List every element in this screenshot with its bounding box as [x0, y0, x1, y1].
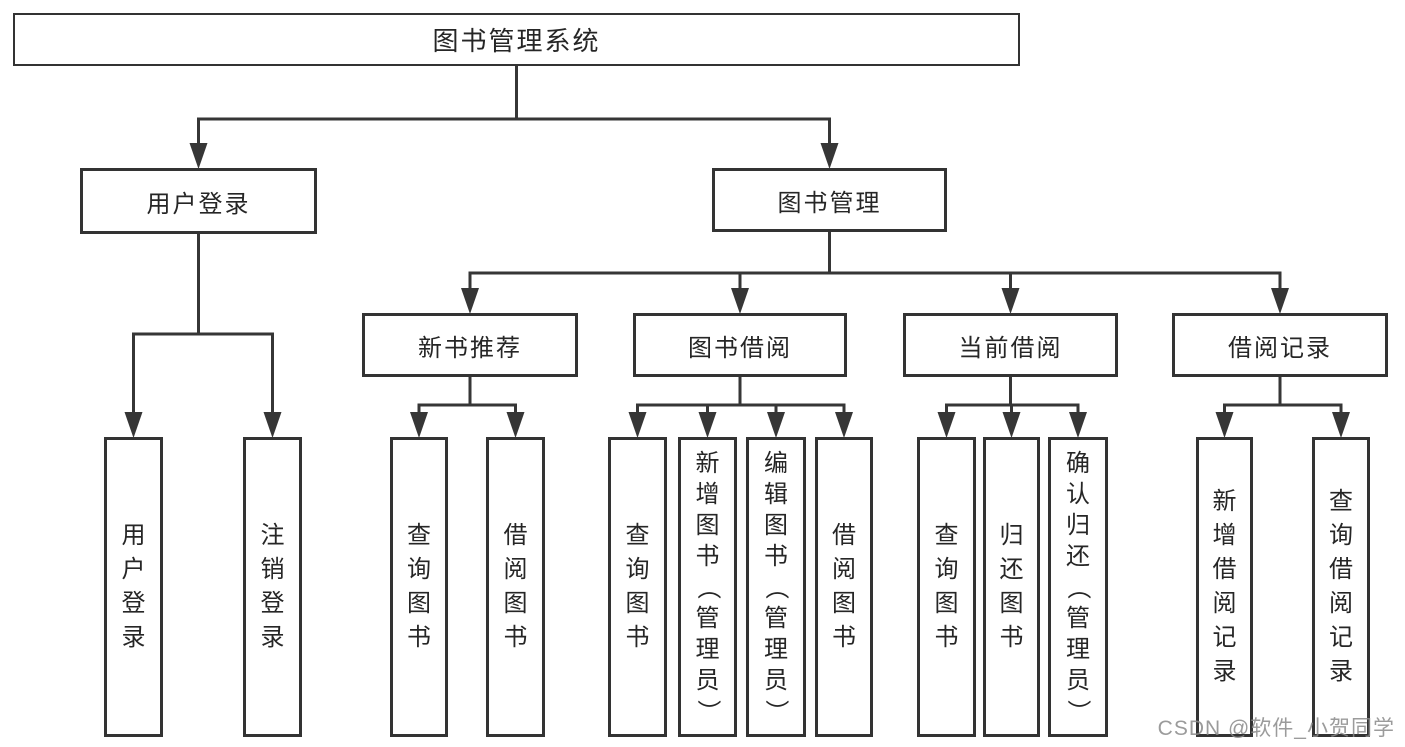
node-label-char: 认 — [1066, 480, 1090, 508]
node-leaf-query-book-1: 查询图书 — [390, 437, 448, 737]
node-label-char: 查 — [625, 522, 650, 549]
node-label-char: 注 — [260, 522, 285, 549]
node-leaf-return-book: 归还图书 — [983, 437, 1040, 737]
node-leaf-confirm-return: 确认归还 （ 管理员 ） — [1048, 437, 1108, 737]
node-label-char: 询 — [407, 556, 431, 583]
node-label-char: 理 — [695, 635, 720, 663]
node-leaf-logout: 注销登录 — [243, 437, 302, 737]
node-label-char: 询 — [625, 556, 650, 583]
node-label-char: 管 — [695, 604, 720, 632]
node-label-char: 登 — [121, 590, 146, 617]
node-label-char: 录 — [1212, 658, 1237, 685]
node-label-char: （ — [1064, 575, 1092, 599]
node-label-char: 归 — [1066, 511, 1090, 539]
node-root: 图书管理系统 — [13, 13, 1020, 66]
node-label-char: 书 — [999, 624, 1024, 651]
node-label-char: 用 — [121, 522, 146, 549]
node-leaf-query-book-2: 查询图书 — [608, 437, 667, 737]
node-label-char: 阅 — [832, 556, 856, 583]
node-label-char: 管 — [764, 604, 788, 632]
node-current-borrow: 当前借阅 — [903, 313, 1118, 377]
node-label-char: 书 — [503, 624, 528, 651]
node-label-char: 员 — [695, 666, 720, 694]
node-label-char: 录 — [260, 624, 285, 651]
node-label-char: 询 — [1329, 522, 1353, 549]
node-book-borrow: 图书借阅 — [633, 313, 847, 377]
node-label-char: 录 — [121, 624, 146, 651]
node-label-char: 借 — [832, 522, 856, 549]
node-label-char: 记 — [1329, 624, 1353, 651]
node-user-login: 用户登录 — [80, 168, 317, 234]
node-label-char: （ — [694, 575, 721, 599]
node-label-char: 归 — [999, 522, 1024, 549]
node-label-char: 户 — [121, 556, 146, 583]
node-label-char: 图 — [934, 590, 959, 617]
node-label-char: 确 — [1066, 449, 1090, 477]
node-leaf-borrow-book-2: 借阅图书 — [815, 437, 873, 737]
node-label-char: 增 — [1212, 522, 1237, 549]
node-label-char: 员 — [1066, 666, 1090, 694]
node-label-char: ） — [762, 699, 790, 723]
node-label-char: 管 — [1066, 604, 1090, 632]
csdn-watermark: CSDN @软件_小贺同学 — [1157, 717, 1395, 740]
node-label-char: 图 — [625, 590, 650, 617]
node-new-book-rec: 新书推荐 — [362, 313, 578, 377]
node-label-char: 询 — [934, 556, 959, 583]
node-label-char: 理 — [764, 635, 788, 663]
node-label-char: 查 — [1329, 488, 1353, 515]
node-label-char: 图 — [503, 590, 528, 617]
node-label-char: 图 — [999, 590, 1024, 617]
node-label-char: 借 — [1329, 556, 1353, 583]
node-label-char: 理 — [1066, 635, 1090, 663]
node-label-char: 辑 — [764, 480, 788, 508]
node-label-char: 编 — [764, 449, 788, 477]
node-leaf-user-login: 用户登录 — [104, 437, 163, 737]
node-label-char: 书 — [407, 624, 431, 651]
node-label-char: 借 — [1212, 556, 1237, 583]
node-label-char: 员 — [764, 666, 788, 694]
node-label-char: 图 — [832, 590, 856, 617]
node-label-char: 阅 — [1329, 590, 1353, 617]
node-leaf-query-record: 查询借阅记录 — [1312, 437, 1370, 737]
node-label-char: 书 — [695, 542, 720, 570]
node-label-char: 书 — [625, 624, 650, 651]
node-leaf-add-book: 新增图书 （ 管理员 ） — [678, 437, 737, 737]
node-leaf-edit-book: 编辑图书 （ 管理员 ） — [746, 437, 806, 737]
node-label-char: 增 — [695, 480, 720, 508]
node-label-char: 记 — [1212, 624, 1237, 651]
node-leaf-add-record: 新增借阅记录 — [1196, 437, 1253, 737]
node-label-char: 查 — [934, 522, 959, 549]
node-label-char: （ — [762, 575, 790, 599]
node-label-char: 图 — [764, 511, 788, 539]
node-leaf-borrow-book-1: 借阅图书 — [486, 437, 545, 737]
node-label-char: 新 — [695, 449, 720, 477]
node-label-char: 还 — [999, 556, 1024, 583]
node-label-char: 借 — [503, 522, 528, 549]
node-label-char: ） — [1064, 699, 1092, 723]
node-label-char: 新 — [1212, 488, 1237, 515]
node-label-char: 查 — [407, 522, 431, 549]
node-label-char: 销 — [260, 556, 285, 583]
node-borrow-records: 借阅记录 — [1172, 313, 1388, 377]
node-leaf-query-book-3: 查询图书 — [917, 437, 976, 737]
node-label-char: 书 — [832, 624, 856, 651]
node-label-char: 书 — [764, 542, 788, 570]
node-label-char: 还 — [1066, 542, 1090, 570]
node-label-char: 阅 — [503, 556, 528, 583]
node-label-char: 录 — [1329, 658, 1353, 685]
node-label-char: 图 — [407, 590, 431, 617]
node-label-char: 阅 — [1212, 590, 1237, 617]
node-label-char: ） — [694, 699, 721, 723]
node-label-char: 登 — [260, 590, 285, 617]
node-label-char: 书 — [934, 624, 959, 651]
node-label-char: 图 — [695, 511, 720, 539]
node-book-mgmt: 图书管理 — [712, 168, 947, 232]
